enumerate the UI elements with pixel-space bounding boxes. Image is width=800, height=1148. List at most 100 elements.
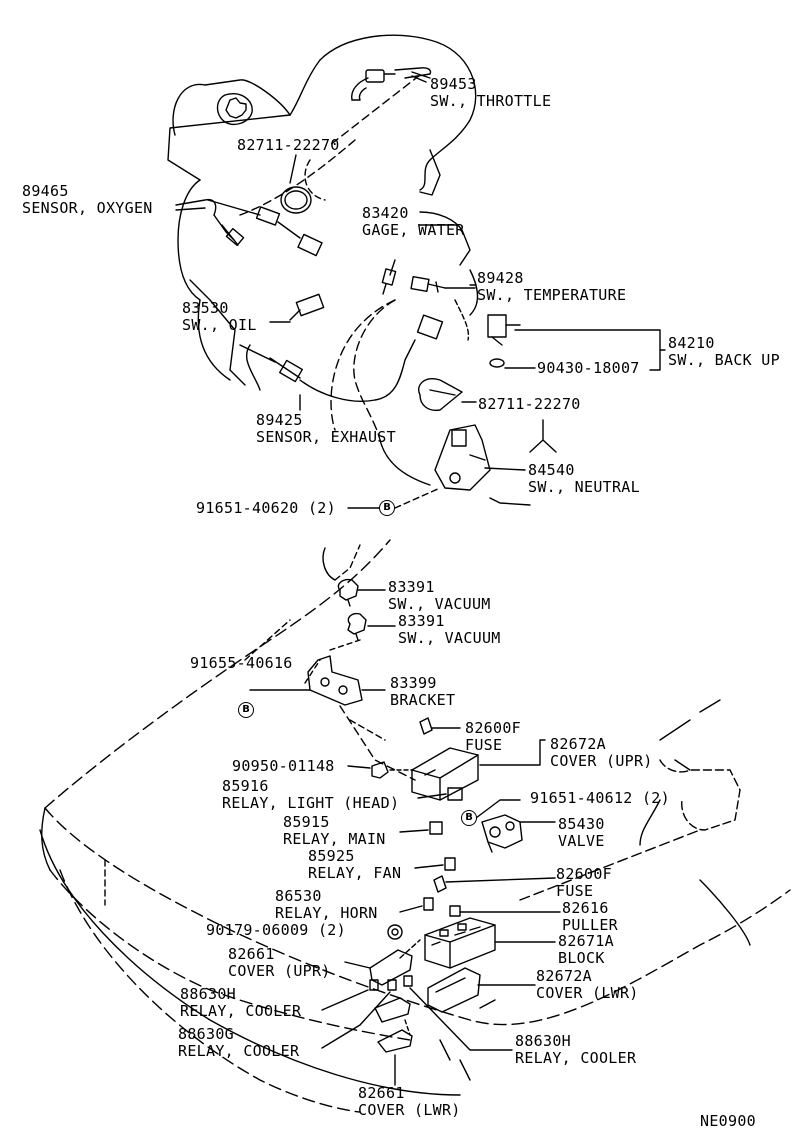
part-number: 82600F <box>556 865 612 883</box>
bracket-icon <box>249 655 386 706</box>
part-number: 83420 <box>362 204 409 222</box>
part-number: 86530 <box>275 887 322 905</box>
label-85925: 85925 RELAY, FAN <box>308 848 401 882</box>
label-82661-upr: 82661 COVER (UPR) <box>228 946 331 980</box>
part-number: 85430 <box>558 815 605 833</box>
part-number: 89428 <box>477 269 524 287</box>
part-name: BLOCK <box>558 949 605 967</box>
part-number: 82661 <box>228 945 275 963</box>
part-name: SW., NEUTRAL <box>528 478 640 496</box>
part-name: RELAY, MAIN <box>283 830 386 848</box>
part-number: 88630H <box>180 985 236 1003</box>
part-number: 91651-40612 (2) <box>530 789 670 807</box>
part-name: BRACKET <box>390 691 456 709</box>
part-name: COVER (UPR) <box>550 752 653 770</box>
part-name: GAGE, WATER <box>362 221 465 239</box>
clamp-icon-2 <box>418 378 463 412</box>
vacuum-switch-icon <box>337 578 386 607</box>
label-83391-b: 83391 SW., VACUUM <box>398 613 501 647</box>
relay-fan-icon <box>414 857 456 871</box>
part-name: RELAY, COOLER <box>180 1002 302 1020</box>
part-number: 90430-18007 <box>537 359 640 377</box>
label-89428: 89428 SW., TEMPERATURE <box>477 270 626 304</box>
label-89453: 89453 SW., THROTTLE <box>430 76 551 110</box>
part-number: 83391 <box>398 612 445 630</box>
vacuum-switch-icon-2 <box>347 612 396 641</box>
part-number: 82661 <box>358 1084 405 1102</box>
label-89465: 89465 SENSOR, OXYGEN <box>22 183 153 217</box>
fuse-icon-2 <box>433 875 556 893</box>
part-name: VALVE <box>558 832 605 850</box>
label-84210: 84210 SW., BACK UP <box>668 335 780 369</box>
engine-outline <box>167 34 479 486</box>
label-91651-40612: 91651-40612 (2) <box>530 790 670 807</box>
relay-headlight-icon <box>417 787 463 801</box>
label-91651-40620: 91651-40620 (2) <box>196 500 336 517</box>
cover-lower-icon <box>427 967 536 1013</box>
part-number: 85916 <box>222 777 269 795</box>
part-name: SW., THROTTLE <box>430 92 552 110</box>
label-82616: 82616 PULLER <box>562 900 618 934</box>
label-88630h-b: 88630H RELAY, COOLER <box>515 1033 636 1067</box>
label-82672a-lwr: 82672A COVER (LWR) <box>536 968 639 1002</box>
part-number: 82711-22270 <box>237 136 340 154</box>
temperature-switch-icon <box>410 276 476 293</box>
oil-switch-icon <box>269 293 325 323</box>
valve-icon <box>481 814 556 853</box>
part-number: 83530 <box>182 299 229 317</box>
part-name: PULLER <box>562 916 618 934</box>
cover-lower-icon-2 <box>374 997 413 1086</box>
part-name: SW., VACUUM <box>388 595 491 613</box>
oxygen-sensor-icon <box>175 198 323 257</box>
label-82711-upper: 82711-22270 <box>237 137 340 154</box>
part-number: 82616 <box>562 899 609 917</box>
label-86530: 86530 RELAY, HORN <box>275 888 378 922</box>
marker-b-3: B <box>461 810 477 826</box>
part-name: SW., TEMPERATURE <box>477 286 627 304</box>
part-number: 83399 <box>390 674 437 692</box>
part-name: COVER (LWR) <box>536 984 639 1002</box>
label-83399: 83399 BRACKET <box>390 675 455 709</box>
label-83420: 83420 GAGE, WATER <box>362 205 465 239</box>
cover-upper-icon-2 <box>344 939 421 986</box>
part-number: 82672A <box>536 967 592 985</box>
part-name: RELAY, COOLER <box>178 1042 300 1060</box>
label-82711-lower: 82711-22270 <box>478 396 581 413</box>
label-89425: 89425 SENSOR, EXHAUST <box>256 412 396 446</box>
part-name: SENSOR, EXHAUST <box>256 428 396 446</box>
label-82672a-upr: 82672A COVER (UPR) <box>550 736 653 770</box>
label-85915: 85915 RELAY, MAIN <box>283 814 386 848</box>
fuse-icon <box>419 717 461 735</box>
part-number: 91651-40620 (2) <box>196 499 336 517</box>
label-90950: 90950-01148 <box>232 758 335 775</box>
part-name: RELAY, FAN <box>308 864 402 882</box>
label-85430: 85430 VALVE <box>558 816 605 850</box>
label-90179: 90179-06009 (2) <box>206 922 346 939</box>
part-name: RELAY, HORN <box>275 904 378 922</box>
grommet-icon <box>347 761 413 779</box>
part-number: 90950-01148 <box>232 757 335 775</box>
diagram-code: NE0900 <box>700 1112 756 1130</box>
part-number: 85925 <box>308 847 355 865</box>
part-number: 82711-22270 <box>478 395 581 413</box>
part-name: COVER (LWR) <box>358 1101 461 1119</box>
label-82661-lwr: 82661 COVER (LWR) <box>358 1085 461 1119</box>
label-91655: 91655-40616 <box>190 655 293 672</box>
part-number: 82672A <box>550 735 606 753</box>
relay-horn-icon <box>399 897 434 913</box>
part-number: 89465 <box>22 182 69 200</box>
relay-main-icon <box>399 821 443 835</box>
part-number: 82671A <box>558 932 614 950</box>
label-83530: 83530 SW., OIL <box>182 300 257 334</box>
part-number: 89425 <box>256 411 303 429</box>
label-90430: 90430-18007 <box>537 360 640 377</box>
part-name: RELAY, COOLER <box>515 1049 637 1067</box>
junction-block-icon <box>424 917 556 969</box>
part-number: 84210 <box>668 334 715 352</box>
backup-switch-icon <box>487 314 521 368</box>
part-name: SW., OIL <box>182 316 257 334</box>
part-name: RELAY, LIGHT (HEAD) <box>222 794 400 812</box>
label-88630g: 88630G RELAY, COOLER <box>178 1026 299 1060</box>
water-gage-icon <box>381 211 471 295</box>
